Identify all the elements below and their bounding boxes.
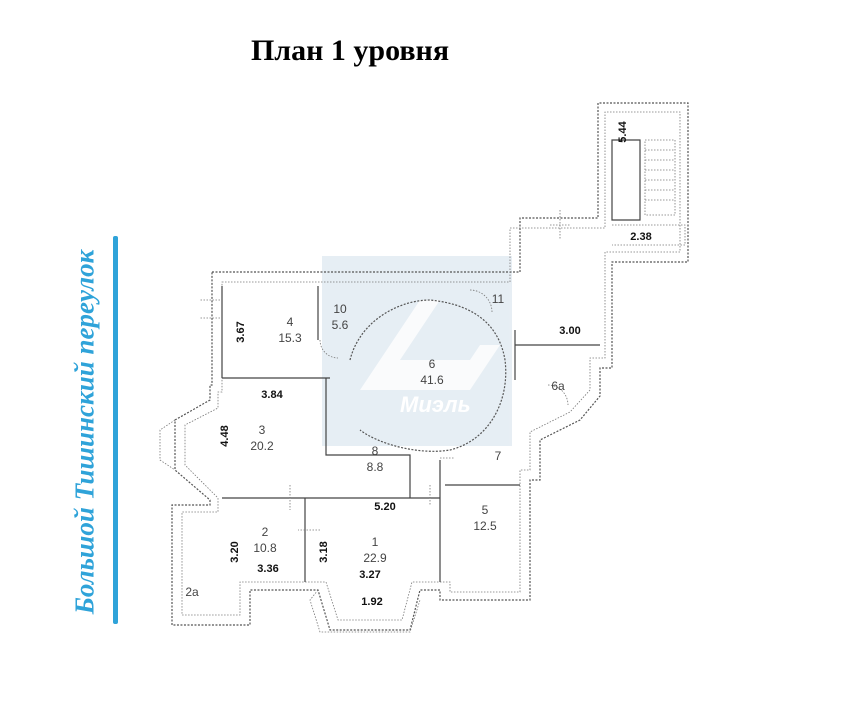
watermark-logo: Миэль	[322, 256, 512, 446]
dim-3-36: 3.36	[257, 563, 278, 575]
dim-3-00: 3.00	[559, 325, 580, 337]
room-labels: 4 15.3 10 5.6 11 6 41.6 6а 3 20.2 8 8.8 …	[185, 292, 565, 599]
room-2-number: 2	[262, 525, 269, 539]
room-6-number: 6	[429, 357, 436, 371]
room-7-number: 7	[495, 449, 502, 463]
room-2a-number: 2а	[185, 585, 199, 599]
room-4-area: 15.3	[278, 331, 302, 345]
room-10-number: 10	[333, 302, 347, 316]
room-3-number: 3	[259, 423, 266, 437]
outer-walls	[171, 102, 689, 631]
bay-windows	[159, 419, 421, 633]
dim-5-20: 5.20	[374, 501, 395, 513]
room-10-area: 5.6	[332, 318, 349, 332]
dim-1-92: 1.92	[361, 596, 382, 608]
dim-2-38: 2.38	[630, 231, 651, 243]
room-3-area: 20.2	[250, 439, 274, 453]
room-2-area: 10.8	[253, 541, 277, 555]
page-title: План 1 уровня	[250, 34, 450, 67]
dim-3-67: 3.67	[235, 321, 247, 342]
dimension-labels: 5.44 2.38 3.00 3.67 3.84 4.48 5.20 3.20 …	[219, 120, 652, 608]
street-line	[113, 236, 118, 624]
room-8-area: 8.8	[367, 460, 384, 474]
watermark-text: Миэль	[400, 392, 471, 417]
room-1-number: 1	[372, 535, 379, 549]
room-6-area: 41.6	[420, 373, 444, 387]
room-6a-number: 6а	[551, 379, 565, 393]
dim-3-20: 3.20	[229, 541, 241, 562]
room-11-number: 11	[492, 292, 505, 306]
dim-4-48: 4.48	[219, 425, 231, 446]
dim-3-18: 3.18	[318, 541, 330, 562]
dim-3-27: 3.27	[359, 569, 380, 581]
room-5-area: 12.5	[473, 519, 497, 533]
room-8-number: 8	[372, 444, 379, 458]
room-5-number: 5	[482, 503, 489, 517]
room-1-area: 22.9	[363, 551, 387, 565]
dim-5-44: 5.44	[617, 120, 629, 142]
dim-3-84: 3.84	[261, 389, 283, 401]
interior-walls	[200, 139, 686, 582]
room-4-number: 4	[287, 315, 294, 329]
